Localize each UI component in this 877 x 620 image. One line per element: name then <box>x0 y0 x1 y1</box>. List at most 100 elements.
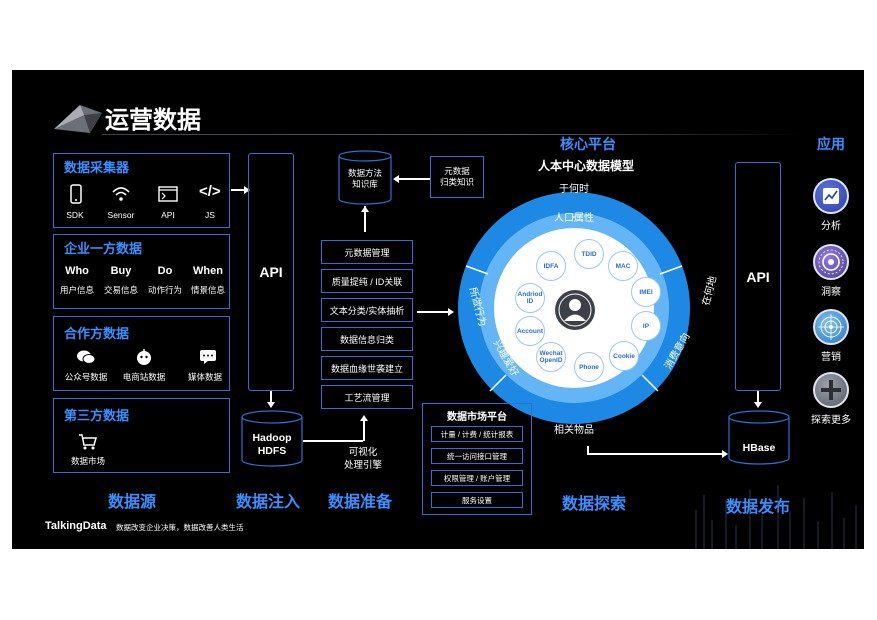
publish-api-box: API <box>735 162 781 391</box>
arrow <box>587 453 723 455</box>
slide: 运营数据 数据采集器 </> SDK Sensor API JS 企业一方数据 … <box>12 70 864 549</box>
hbase-cylinder <box>728 410 790 465</box>
third-party-title: 第三方数据 <box>64 408 130 423</box>
id-bubble: Account <box>515 316 545 346</box>
app-label: 探索更多 <box>811 415 851 426</box>
id-bubble: Andriod ID <box>515 283 545 313</box>
market-item: 统一访问接口管理 <box>431 448 523 464</box>
arrow <box>364 206 366 232</box>
arrow <box>587 446 589 454</box>
skyline-decoration <box>695 485 857 549</box>
arrow-head <box>244 186 250 194</box>
plus-icon[interactable] <box>813 372 849 408</box>
arrow <box>231 189 245 191</box>
app-label: 营销 <box>821 352 841 363</box>
arrow <box>303 440 363 442</box>
stage-label: 数据注入 <box>236 494 301 511</box>
footer-slogan: 数据改变企业决策，数据改善人类生活 <box>116 523 244 532</box>
first-party-sub: 用户信息 <box>59 285 94 295</box>
market-item: 权限管理 / 账户管理 <box>431 470 523 486</box>
analysis-icon[interactable] <box>813 178 849 214</box>
first-party-title: 企业一方数据 <box>64 241 143 256</box>
id-bubble: Cookie <box>609 341 639 371</box>
phone-icon <box>70 184 82 204</box>
prep-step: 质量提纯 / ID关联 <box>321 269 413 293</box>
prep-step: 元数据管理 <box>321 240 413 264</box>
arrow <box>757 391 759 403</box>
arrow-head <box>722 450 728 458</box>
first-party-sub: 情景信息 <box>190 285 225 295</box>
injection-api-label: API <box>259 264 283 280</box>
stage-label: 数据发布 <box>726 499 791 516</box>
app-label: 洞察 <box>821 287 841 298</box>
model-title: 人本中心数据模型 <box>538 159 635 173</box>
id-bubble: IMEI <box>631 277 661 307</box>
marketing-icon[interactable] <box>813 309 849 345</box>
publish-api-label: API <box>746 269 770 285</box>
first-party-head: Do <box>157 265 173 277</box>
id-bubble: IDFA <box>536 251 566 281</box>
collector-item: JS <box>205 210 215 220</box>
meta-knowledge-box: 元数据 归类知识 <box>430 156 484 198</box>
terminal-icon <box>158 186 178 202</box>
first-party-sub: 动作行为 <box>147 285 182 295</box>
prep-step: 数据血缘世袭建立 <box>321 356 413 380</box>
arrow <box>398 178 430 180</box>
knowledge-base-cylinder <box>338 150 392 205</box>
first-party-sub: 交易信息 <box>103 285 138 295</box>
ring-outer-label: 在何地 <box>700 275 720 307</box>
id-bubble: Wechat OpenID <box>536 342 566 372</box>
hdfs-label: Hadoop HDFS <box>252 432 292 457</box>
page-title: 运营数据 <box>105 107 201 134</box>
partner-title: 合作方数据 <box>64 326 130 341</box>
apps-title: 应用 <box>817 136 845 152</box>
market-item: 服务设置 <box>431 492 523 508</box>
first-party-head: Buy <box>110 265 132 277</box>
knowledge-base-label: 数据方法 知识库 <box>347 168 382 189</box>
footer-brand: TalkingData <box>45 520 107 532</box>
collector-item: API <box>161 210 175 220</box>
prep-step: 数据信息归类 <box>321 327 413 351</box>
prep-step: 工艺流管理 <box>321 385 413 409</box>
market-title: 数据市场平台 <box>447 412 507 423</box>
arrow-head <box>360 415 368 421</box>
stage-label: 数据源 <box>108 494 157 511</box>
header-divider <box>102 134 802 135</box>
id-bubble: MAC <box>608 251 638 281</box>
third-party-item: 数据市场 <box>70 456 105 466</box>
collector-box: 数据采集器 </> SDK Sensor API JS <box>53 153 230 228</box>
hdfs-cylinder <box>241 410 303 467</box>
shop-icon <box>137 349 151 365</box>
first-party-head: Who <box>65 265 89 277</box>
ring-inner-label: 人口属性 <box>554 213 594 224</box>
arrow-head <box>267 402 275 408</box>
market-box: 数据市场平台 计量 / 计费 / 统计报表 统一访问接口管理 权限管理 / 账户… <box>422 403 532 515</box>
insight-icon[interactable] <box>813 244 849 280</box>
logo-icon <box>54 105 102 133</box>
wechat-icon <box>77 350 96 364</box>
market-item: 计量 / 计费 / 统计报表 <box>431 426 523 442</box>
partner-item: 媒体数据 <box>187 372 222 382</box>
core-title: 核心平台 <box>560 136 616 152</box>
media-icon <box>200 350 216 364</box>
arrow <box>270 391 272 403</box>
first-party-box: 企业一方数据 Who Buy Do When 用户信息 交易信息 动作行为 情景… <box>53 234 230 309</box>
partner-item: 电商站数据 <box>122 372 166 382</box>
arrow-head <box>361 206 369 212</box>
hbase-label: HBase <box>742 442 776 454</box>
id-bubble: Phone <box>574 352 604 382</box>
wifi-icon <box>112 187 130 201</box>
partner-item: 公众号数据 <box>64 372 108 382</box>
partner-box: 合作方数据 公众号数据 电商站数据 媒体数据 <box>53 316 230 391</box>
person-icon <box>555 290 595 330</box>
collector-item: SDK <box>66 210 84 220</box>
third-party-box: 第三方数据 数据市场 <box>53 398 230 473</box>
arrow <box>363 420 365 441</box>
collector-title: 数据采集器 <box>64 160 130 175</box>
arrow-head <box>448 308 454 316</box>
stage-label: 数据准备 <box>328 494 393 511</box>
collector-item: Sensor <box>107 210 135 220</box>
ring-outer-label: 相关物品 <box>554 425 594 436</box>
id-bubble: IP <box>631 311 661 341</box>
arrow-head <box>754 402 762 408</box>
